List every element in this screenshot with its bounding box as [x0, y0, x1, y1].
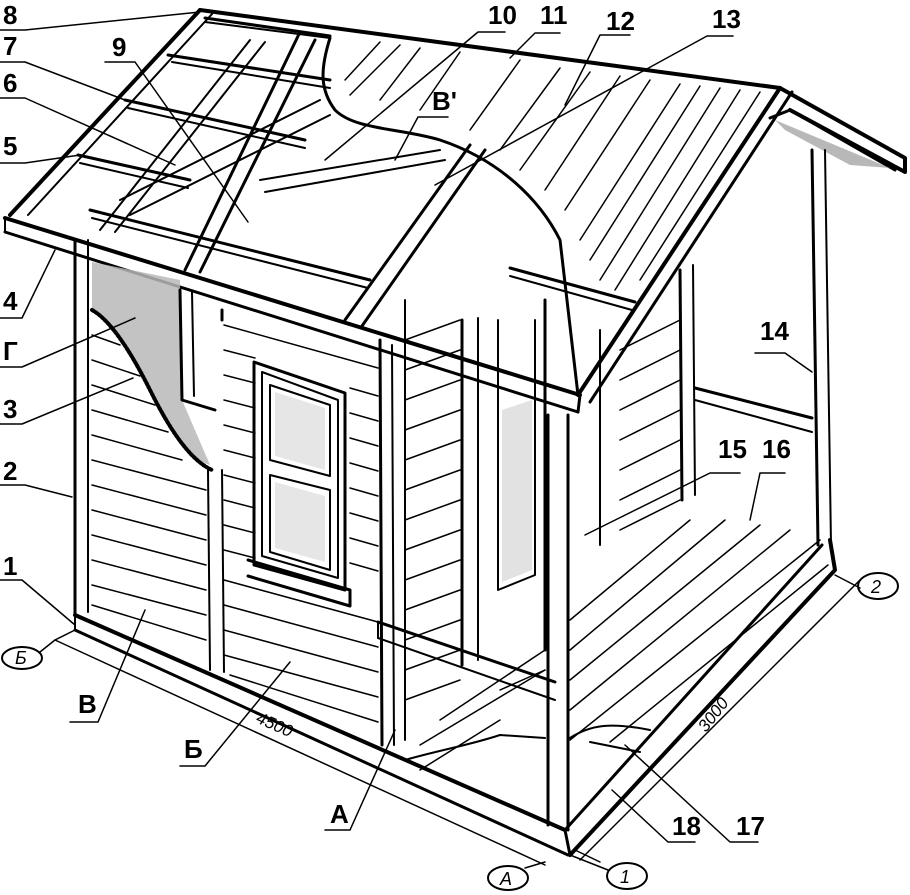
callout-b: Б: [184, 734, 203, 764]
front-window: [246, 360, 352, 608]
axis-bubble-a: [487, 865, 529, 891]
callout-16: 16: [762, 434, 791, 464]
callout-6: 6: [3, 68, 17, 98]
axis-label-a: А: [499, 869, 512, 889]
top-plate-front: [3, 208, 637, 414]
axis-bubble-2: [857, 572, 899, 600]
axis-label-1: 1: [620, 867, 630, 887]
callout-1: 1: [3, 551, 17, 581]
base-sill: [73, 613, 570, 857]
axis-label-2: 2: [870, 577, 881, 597]
roof-frame-left: [8, 8, 782, 328]
left-wall: [73, 238, 225, 673]
callout-8: 8: [3, 0, 17, 30]
callout-11: 11: [540, 0, 568, 30]
callout-18: 18: [672, 811, 701, 841]
porch-door: [460, 298, 547, 667]
callout-17: 17: [736, 811, 765, 841]
callout-10: 10: [488, 0, 517, 30]
grid-axes: Б А 1 2: [1, 572, 899, 891]
callout-4: 4: [3, 286, 18, 316]
callout-7: 7: [3, 31, 17, 61]
callout-14: 14: [760, 316, 789, 346]
callout-a: А: [330, 799, 349, 829]
callout-g: Г: [3, 336, 18, 366]
callout-v: В: [78, 689, 97, 719]
roof-sheeting: [321, 36, 907, 404]
callout-13: 13: [712, 4, 741, 34]
callout-12: 12: [606, 6, 635, 36]
callouts: 8 7 6 5 9 10 11 12 13 В' 4 Г 3: [0, 0, 813, 843]
front-wall: [220, 308, 395, 747]
callout-9: 9: [112, 32, 126, 62]
porch: [376, 148, 837, 857]
axis-bubble-1: [606, 862, 648, 890]
callout-15: 15: [718, 434, 747, 464]
callout-2: 2: [3, 456, 17, 486]
axis-bubble-b: [1, 646, 43, 670]
axis-label-b: Б: [15, 648, 27, 668]
callout-v-prime: В': [432, 86, 457, 116]
callout-5: 5: [3, 131, 17, 161]
dimension-length: 4500: [253, 708, 296, 741]
callout-3: 3: [3, 394, 17, 424]
